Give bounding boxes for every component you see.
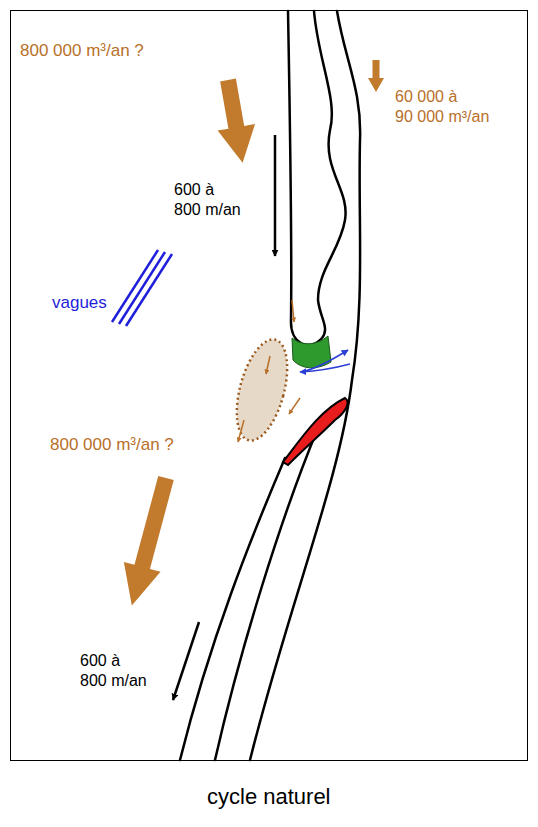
flux-value: 60 000 à 90 000 m³/an xyxy=(395,87,489,127)
migration-arrow xyxy=(173,135,275,700)
sediment-flux-arrow xyxy=(113,60,384,610)
coastline xyxy=(180,11,360,760)
wave-lines xyxy=(112,250,172,326)
sand-bank xyxy=(227,334,296,446)
migration-rate: 600 à 800 m/an xyxy=(80,651,147,691)
migration-rate: 600 à 800 m/an xyxy=(174,180,241,220)
wave-label: vagues xyxy=(52,292,107,313)
spit-tip xyxy=(283,398,348,465)
frame xyxy=(11,11,528,761)
sediment-arrow xyxy=(238,300,300,442)
flux-value: 800 000 m³/an ? xyxy=(20,40,144,61)
caption: cycle naturel xyxy=(207,783,331,811)
tidal-arrow xyxy=(300,350,350,372)
flux-value: 800 000 m³/an ? xyxy=(50,434,174,455)
